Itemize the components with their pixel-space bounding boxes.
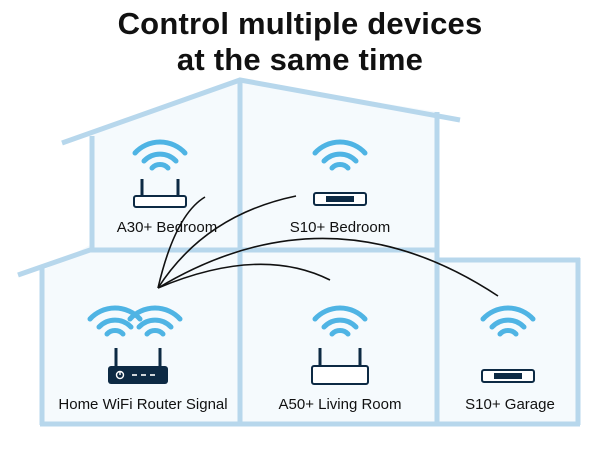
router-icon xyxy=(108,348,168,384)
wifi-signal-s10-bedroom xyxy=(312,139,368,171)
room-label-s10-garage: S10+ Garage xyxy=(465,396,555,413)
house-outline xyxy=(17,77,581,427)
room-label-a30-bedroom: A30+ Bedroom xyxy=(116,219,218,236)
connector-s10-bedroom xyxy=(157,195,297,289)
soundbar-icon xyxy=(481,369,535,383)
router-icon xyxy=(311,348,369,385)
connector-s10-garage xyxy=(157,237,499,297)
room-label-home-router: Home WiFi Router Signal xyxy=(58,396,228,413)
room-label-s10-bedroom: S10+ Bedroom xyxy=(289,219,391,236)
router-icon xyxy=(133,179,187,208)
title-line-2: at the same time xyxy=(176,42,424,77)
room-label-a50-living-room: A50+ Living Room xyxy=(278,396,402,413)
title-line-1: Control multiple devices xyxy=(117,6,483,41)
wifi-signal-s10-garage xyxy=(480,305,536,337)
wifi-signal-home-router-right xyxy=(127,305,183,337)
connector-lines xyxy=(157,195,499,297)
wifi-signal-a30-bedroom xyxy=(132,139,188,171)
diagram-title: Control multiple devices at the same tim… xyxy=(0,6,600,78)
connector-a30-bedroom xyxy=(157,196,206,289)
wifi-signal-a50-living-room xyxy=(312,305,368,337)
soundbar-icon xyxy=(313,192,367,206)
connector-a50-living-room xyxy=(157,263,331,289)
